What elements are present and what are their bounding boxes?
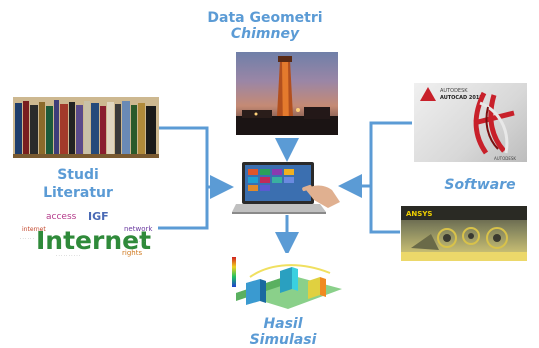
chimney-label-line2: Chimney — [230, 26, 300, 42]
autocad-brand: AUTODESK — [440, 88, 468, 94]
simulation-label-line1: Hasil — [263, 316, 303, 332]
literature-label-line2: Literatur — [43, 185, 113, 201]
internet-word-cloud: access IGF Internet internet network rig… — [16, 205, 158, 259]
chimney-photo — [236, 52, 338, 135]
svg-text:· · · ·: · · · · — [136, 239, 145, 244]
autocad-product: AUTOCAD 2015 — [440, 95, 483, 101]
ansys-splash: ANSYS — [401, 206, 527, 261]
laptop-touchscreen — [232, 160, 342, 215]
simulation-result-label: Hasil Simulasi — [228, 316, 338, 348]
literature-label: Studi Literatur — [33, 166, 123, 202]
ansys-brand: ANSYS — [406, 210, 432, 218]
software-label-text: Software — [444, 177, 516, 193]
left-bracket — [158, 126, 209, 230]
svg-text:· · · · · · · · · ·: · · · · · · · · · · — [56, 253, 80, 258]
wordcloud-word-rights: rights — [122, 249, 142, 257]
wordcloud-word-igf: IGF — [88, 210, 109, 223]
software-label: Software — [420, 177, 539, 193]
wordcloud-word-network: network — [124, 225, 153, 233]
simulation-result — [230, 253, 344, 311]
autocad-footer: AUTODESK — [494, 156, 516, 161]
simulation-label-line2: Simulasi — [249, 332, 317, 348]
wordcloud-main-word: Internet — [36, 226, 151, 255]
bookshelf-photo — [13, 97, 159, 158]
svg-text:· · · · · ·: · · · · · · — [20, 236, 34, 241]
chimney-data-label: Data Geometri Chimney — [190, 10, 340, 42]
literature-label-line1: Studi — [57, 167, 99, 183]
chimney-label-line1: Data Geometri — [207, 10, 323, 26]
right-bracket — [369, 121, 412, 234]
autocad-splash: AUTODESK AUTOCAD 2015 AUTODESK — [414, 83, 527, 162]
wordcloud-word-internet: internet — [22, 226, 46, 233]
wordcloud-word-access: access — [46, 212, 77, 222]
